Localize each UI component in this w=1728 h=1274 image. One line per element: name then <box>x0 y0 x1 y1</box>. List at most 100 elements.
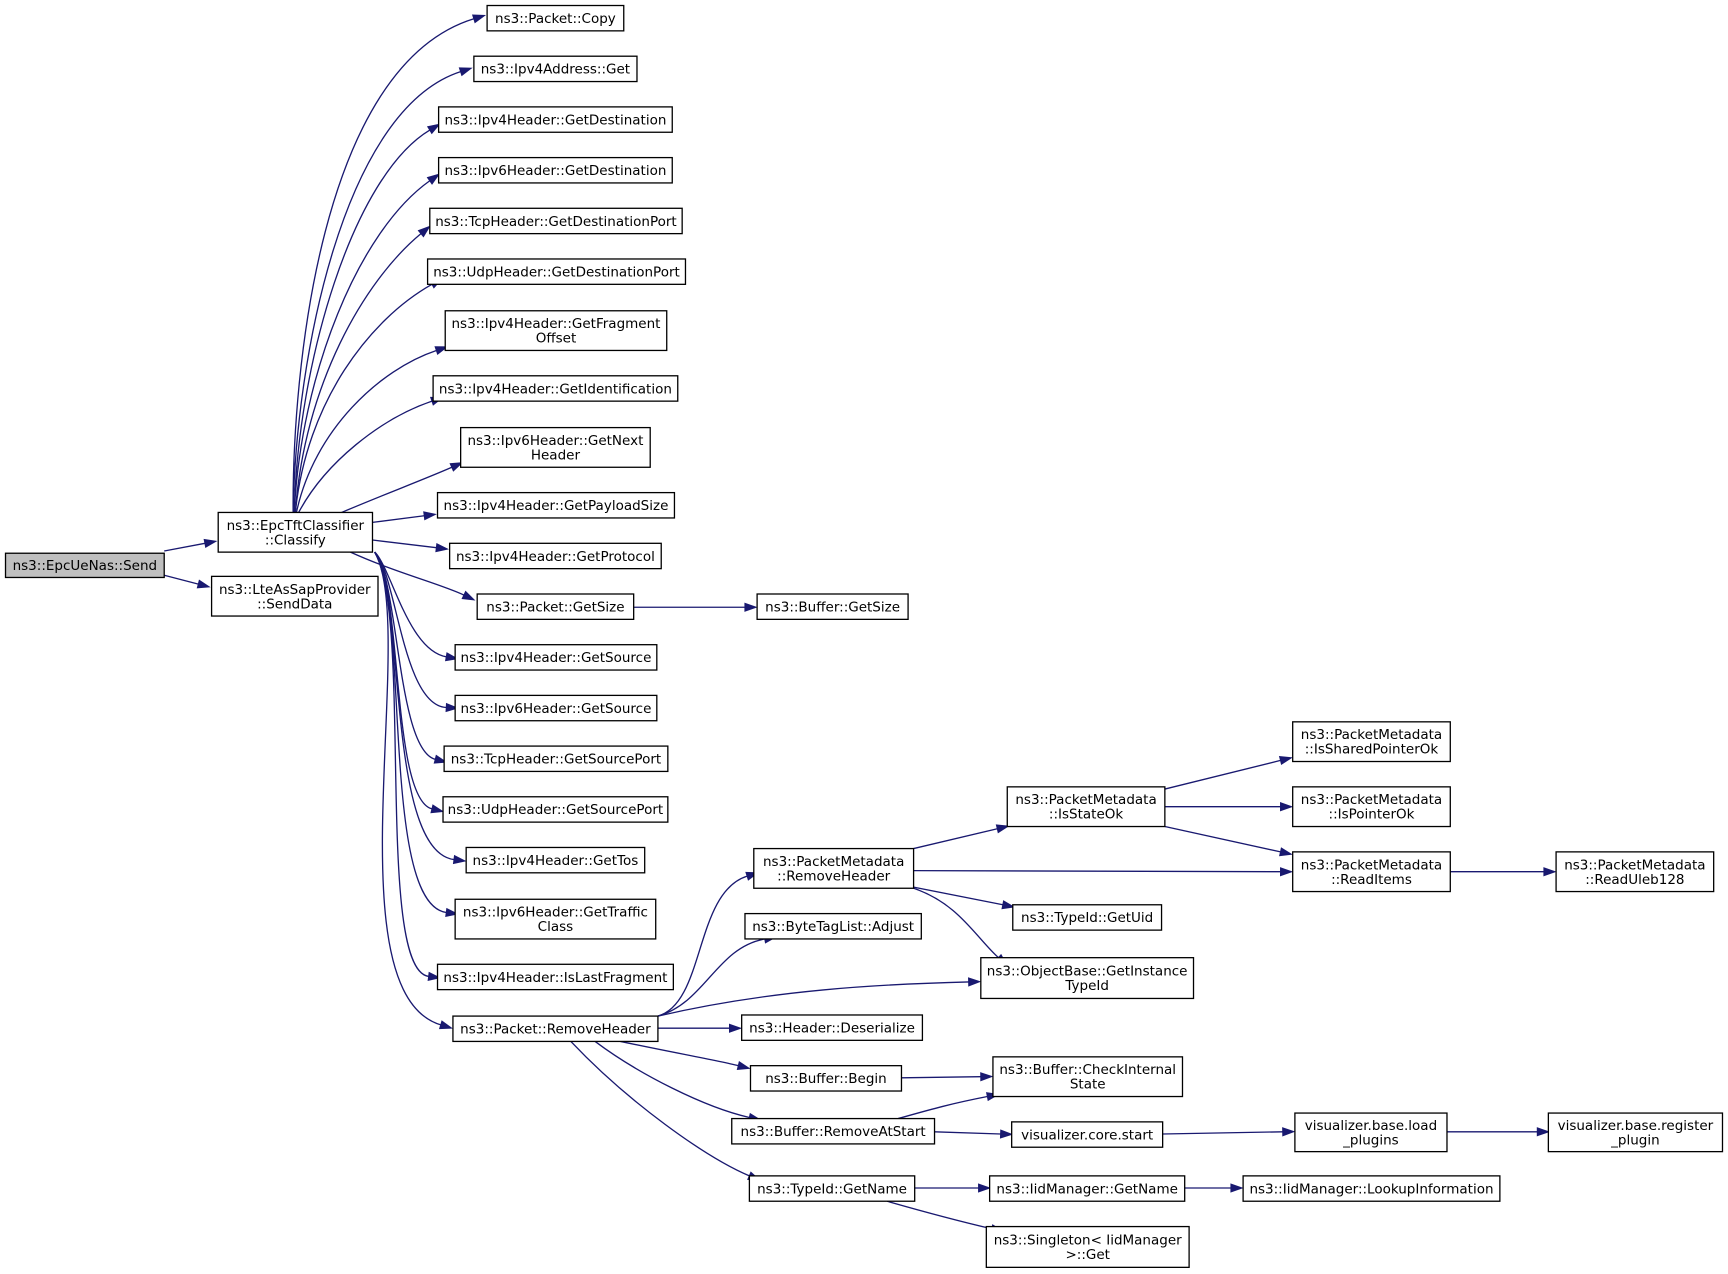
node-udpsport[interactable]: ns3::UdpHeader::GetSourcePort <box>442 796 669 823</box>
node-label: ns3::Buffer::GetSize <box>765 599 900 615</box>
arrowhead-icon <box>458 67 473 77</box>
edge-line <box>657 938 765 1017</box>
node-copy[interactable]: ns3::Packet::Copy <box>486 4 625 32</box>
arrowhead-icon <box>1278 756 1293 766</box>
node-ident[interactable]: ns3::Ipv4Header::GetIdentification <box>432 375 679 402</box>
node-label: Header <box>531 447 581 463</box>
node-pktremove[interactable]: ns3::Packet::RemoveHeader <box>452 1015 659 1043</box>
node-pktsize[interactable]: ns3::Packet::GetSize <box>476 593 635 620</box>
node-box <box>437 106 673 133</box>
edge-line <box>294 233 422 513</box>
node-box <box>992 1056 1184 1098</box>
arrowhead-icon <box>1230 1183 1244 1193</box>
node-vreg[interactable]: visualizer.base.register_plugin <box>1547 1112 1724 1153</box>
arrowhead-icon <box>1543 867 1557 877</box>
node-box <box>1292 786 1451 828</box>
node-classify[interactable]: ns3::EpcTftClassifier::Classify <box>217 511 374 553</box>
node-adjust[interactable]: ns3::ByteTagList::Adjust <box>744 912 922 940</box>
node-box <box>1294 1112 1448 1153</box>
node-label: ns3::Buffer::Begin <box>765 1071 887 1087</box>
node-payload[interactable]: ns3::Ipv4Header::GetPayloadSize <box>436 491 676 519</box>
arrowhead-icon <box>430 804 445 814</box>
arrowhead-icon <box>999 1129 1014 1139</box>
node-isstate[interactable]: ns3::PacketMetadata::IsStateOk <box>1006 786 1166 828</box>
node-shptr[interactable]: ns3::PacketMetadata::IsSharedPointerOk <box>1292 721 1451 763</box>
node-label: ns3::ByteTagList::Adjust <box>752 919 914 935</box>
edge-pmremove-isstate <box>913 824 1010 850</box>
node-label: ns3::UdpHeader::GetDestinationPort <box>433 264 680 280</box>
node-uleb[interactable]: ns3::PacketMetadata::ReadUleb128 <box>1555 851 1715 893</box>
arrowhead-icon <box>471 14 487 24</box>
node-v6src[interactable]: ns3::Ipv6Header::GetSource <box>454 694 658 722</box>
edge-line <box>292 71 461 513</box>
node-udpdport[interactable]: ns3::UdpHeader::GetDestinationPort <box>426 258 687 285</box>
node-proto[interactable]: ns3::Ipv4Header::GetProtocol <box>448 542 662 570</box>
node-label: ns3::IidManager::LookupInformation <box>1249 1181 1493 1197</box>
node-pmremove[interactable]: ns3::PacketMetadata::RemoveHeader <box>753 847 915 889</box>
node-v4dest[interactable]: ns3::Ipv4Header::GetDestination <box>437 106 673 133</box>
edge-rmstart-checkint <box>897 1092 1000 1120</box>
edge-line <box>897 1095 988 1120</box>
node-tos[interactable]: ns3::Ipv4Header::GetTos <box>465 846 646 874</box>
arrowhead-icon <box>445 652 459 662</box>
edge-classify-copy <box>292 14 487 513</box>
node-isptr[interactable]: ns3::PacketMetadata::IsPointerOk <box>1292 786 1451 828</box>
arrowhead-icon <box>203 538 218 548</box>
node-label: ::ReadUleb128 <box>1585 872 1684 888</box>
node-singleton[interactable]: ns3::Singleton< IidManager>::Get <box>985 1225 1190 1268</box>
node-bufsize[interactable]: ns3::Buffer::GetSize <box>756 593 909 620</box>
node-box <box>452 1015 659 1043</box>
node-vload[interactable]: visualizer.base.load_plugins <box>1294 1112 1448 1153</box>
edge-line <box>657 981 969 1017</box>
arrowhead-icon <box>1279 847 1293 857</box>
arrowhead-icon <box>995 824 1010 834</box>
node-lastfrag[interactable]: ns3::Ipv4Header::IsLastFragment <box>436 963 674 991</box>
node-v4src[interactable]: ns3::Ipv4Header::GetSource <box>454 644 658 671</box>
node-box <box>753 847 915 889</box>
node-iidname[interactable]: ns3::IidManager::GetName <box>988 1175 1186 1202</box>
node-begin[interactable]: ns3::Buffer::Begin <box>749 1065 903 1092</box>
edge-line <box>374 551 447 709</box>
edge-line <box>164 574 199 585</box>
node-tidname[interactable]: ns3::TypeId::GetName <box>748 1175 916 1202</box>
edge-line <box>913 828 998 850</box>
node-label: ns3::Ipv6Header::GetSource <box>461 701 652 717</box>
edge-pktremove-pmremove <box>657 871 760 1017</box>
node-readitems[interactable]: ns3::PacketMetadata::ReadItems <box>1292 851 1451 893</box>
arrowhead-icon <box>438 1020 453 1030</box>
node-label: TypeId <box>1064 978 1109 994</box>
edge-rmstart-vcore <box>934 1129 1014 1139</box>
edge-line <box>1164 759 1281 790</box>
node-label: ns3::PacketMetadata <box>1015 792 1156 808</box>
node-v6dest[interactable]: ns3::Ipv6Header::GetDestination <box>437 156 673 184</box>
edge-line <box>901 1076 981 1079</box>
node-ipv4get[interactable]: ns3::Ipv4Address::Get <box>473 55 638 83</box>
edge-line <box>292 18 475 513</box>
node-box <box>1292 851 1451 893</box>
edge-isstate-shptr <box>1164 756 1293 790</box>
node-tcpdport[interactable]: ns3::TcpHeader::GetDestinationPort <box>429 207 683 235</box>
node-senddata[interactable]: ns3::LteAsSapProvider::SendData <box>210 575 379 617</box>
arrowhead-icon <box>434 346 449 356</box>
arrowhead-icon <box>1282 1127 1296 1137</box>
node-deser[interactable]: ns3::Header::Deserialize <box>741 1014 924 1041</box>
node-send[interactable]: ns3::EpcUeNas::Send <box>4 552 165 579</box>
arrowhead-icon <box>426 123 441 135</box>
node-getuid[interactable]: ns3::TypeId::GetUid <box>1012 904 1163 931</box>
node-label: ::SendData <box>257 596 332 612</box>
edge-classify-nexthdr <box>341 462 464 514</box>
node-vcore[interactable]: visualizer.core.start <box>1011 1121 1164 1148</box>
arrowhead-icon <box>196 579 211 589</box>
node-rmstart[interactable]: ns3::Buffer::RemoveAtStart <box>731 1117 936 1145</box>
edge-classify-payload <box>372 511 437 524</box>
node-tcpsport[interactable]: ns3::TcpHeader::GetSourcePort <box>443 745 669 773</box>
arrowhead-icon <box>1280 867 1294 877</box>
node-label: ns3::TypeId::GetName <box>757 1181 907 1197</box>
node-lookup[interactable]: ns3::IidManager::LookupInformation <box>1242 1175 1501 1202</box>
